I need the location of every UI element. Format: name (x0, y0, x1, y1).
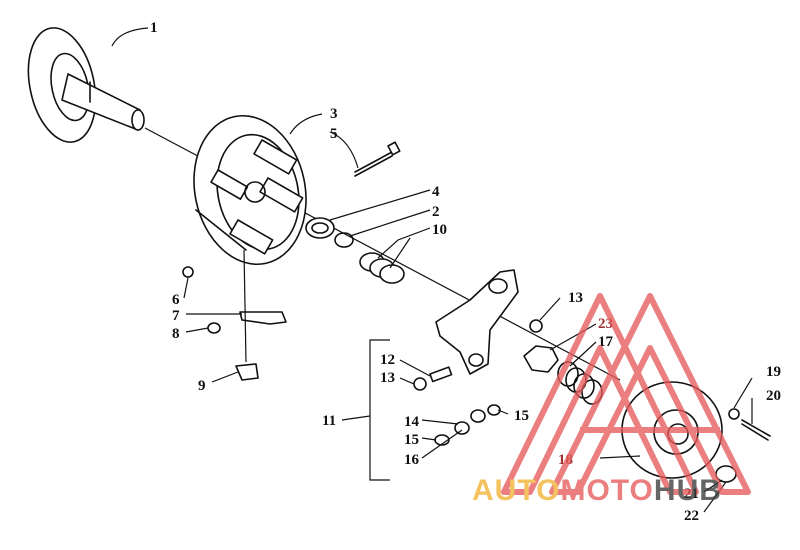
callout-16: 16 (404, 452, 420, 468)
callout-12: 12 (380, 352, 395, 368)
group-11-bracket (369, 339, 390, 481)
callout-10: 10 (432, 222, 447, 238)
part-19-washer (728, 408, 740, 420)
part-2-ring (334, 232, 354, 248)
part-13-upper (529, 319, 543, 333)
callout-11: 11 (322, 413, 336, 429)
callout-1: 1 (150, 20, 158, 36)
callout-13-upper: 13 (568, 290, 583, 306)
part-3-spider (193, 114, 307, 266)
callout-13-lower: 13 (380, 370, 395, 386)
part-1-sheave (27, 27, 145, 143)
part-23-nut (523, 345, 559, 373)
part-8-pin (207, 322, 221, 334)
part-5-bolt (354, 141, 401, 177)
part-15-washer-a (487, 404, 501, 416)
part-14-roller-b (470, 409, 486, 423)
callout-19: 19 (766, 364, 781, 380)
callout-15-right: 15 (514, 408, 529, 424)
part-spider-arm (435, 269, 519, 375)
callout-9: 9 (198, 378, 206, 394)
part-12-pin (429, 366, 453, 383)
callout-20: 20 (766, 388, 781, 404)
callout-5: 5 (330, 126, 338, 142)
callout-22: 22 (684, 508, 699, 524)
part-14-roller (454, 421, 470, 435)
callout-4: 4 (432, 184, 440, 200)
part-9-clip (235, 363, 259, 381)
callout-2: 2 (432, 204, 440, 220)
watermark-text-auto: AUTOMOTOHUB (472, 474, 722, 507)
callout-6: 6 (172, 292, 180, 308)
part-20-bolt (741, 419, 771, 441)
watermark-logo: AUTOMOTOHUB (472, 293, 751, 507)
callout-7: 7 (172, 308, 180, 324)
part-7-arm (239, 311, 287, 325)
watermark-triangle-left (501, 293, 699, 495)
part-13-lower (413, 377, 427, 391)
callout-15-left: 15 (404, 432, 419, 448)
callout-8: 8 (172, 326, 180, 342)
part-6-nut (182, 266, 194, 278)
callout-14: 14 (404, 414, 420, 430)
part-4-bushing (305, 217, 335, 239)
callout-3: 3 (330, 106, 338, 122)
watermark-triangle-right (549, 293, 751, 495)
